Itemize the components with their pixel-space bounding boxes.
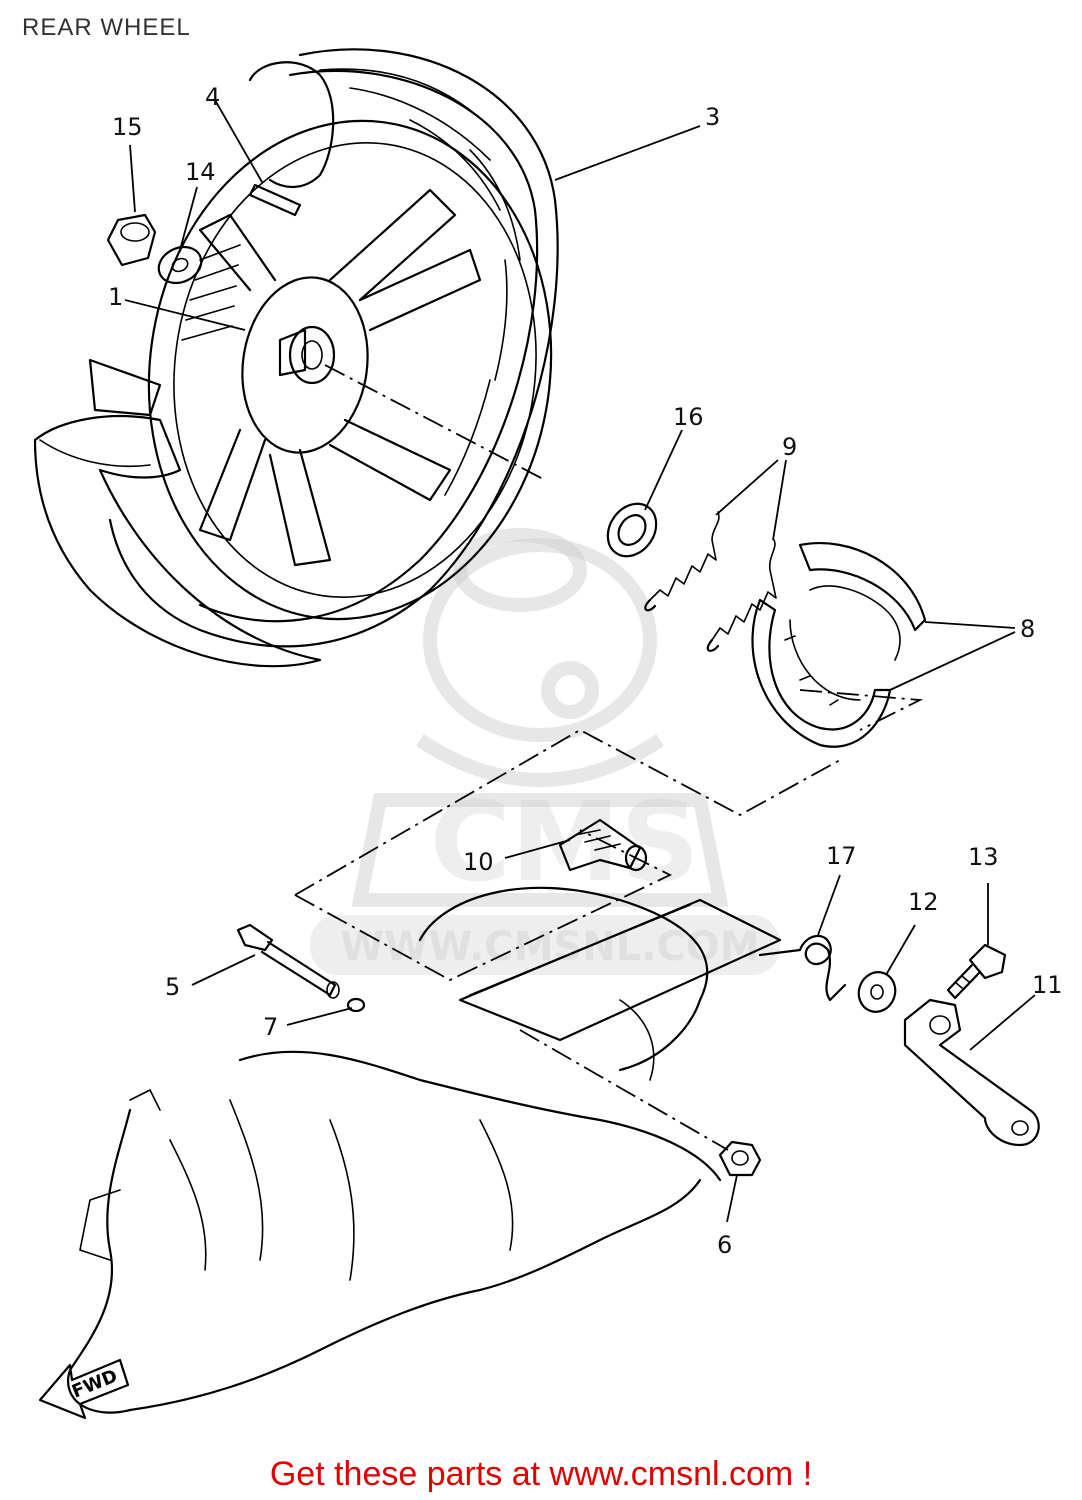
callout-4: 4	[205, 83, 220, 111]
nut-6-axis-line	[519, 1029, 729, 1151]
callout-11: 11	[1032, 971, 1063, 999]
cam-area-dash-1	[294, 728, 841, 896]
watermark: CMS WWW.CMSNL.COM	[310, 528, 780, 975]
oil-seal-16-drawing	[606, 502, 658, 558]
o-ring-7-drawing	[346, 997, 366, 1013]
callout-15: 15	[112, 113, 143, 141]
bolt-13-drawing	[946, 943, 1007, 1000]
callout-numbers: 15 14 4 3 1 16 9 8 10 17 13 12 5 7 11 6	[108, 83, 1063, 1259]
callout-16: 16	[673, 403, 704, 431]
callout-5: 5	[165, 973, 180, 1001]
springs-9-drawing	[644, 511, 777, 652]
shoe-dash	[799, 689, 924, 731]
nut-6-drawing	[718, 1140, 762, 1177]
callout-1: 1	[108, 283, 123, 311]
leader-lines	[124, 99, 1036, 1223]
callout-10: 10	[463, 848, 494, 876]
callout-6: 6	[717, 1231, 732, 1259]
callout-13: 13	[968, 843, 999, 871]
nut-15-drawing	[106, 213, 157, 267]
diagram-title: REAR WHEEL	[22, 14, 191, 41]
callout-8: 8	[1020, 615, 1035, 643]
torsion-spring-17-drawing	[758, 934, 847, 1002]
callout-17: 17	[826, 842, 857, 870]
footer-promo-link[interactable]: Get these parts at www.cmsnl.com !	[269, 1455, 813, 1493]
fwd-direction-arrow: FWD	[38, 1358, 130, 1420]
engine-crankcase-outline	[67, 886, 782, 1414]
plate-12-drawing	[857, 971, 897, 1013]
rear-wheel-assembly	[33, 48, 559, 668]
callout-12: 12	[908, 888, 939, 916]
shaft-5-drawing	[236, 923, 340, 999]
callout-9: 9	[782, 433, 797, 461]
wheel-axis-line	[324, 364, 546, 481]
brake-shoes-8-drawing	[751, 542, 927, 748]
callout-7: 7	[263, 1013, 278, 1041]
washer-14-drawing	[157, 245, 203, 285]
callout-3: 3	[705, 103, 720, 131]
callout-14: 14	[185, 158, 216, 186]
camshaft-lever-11-drawing	[903, 998, 1040, 1147]
cam-area-dash-2	[294, 829, 673, 982]
